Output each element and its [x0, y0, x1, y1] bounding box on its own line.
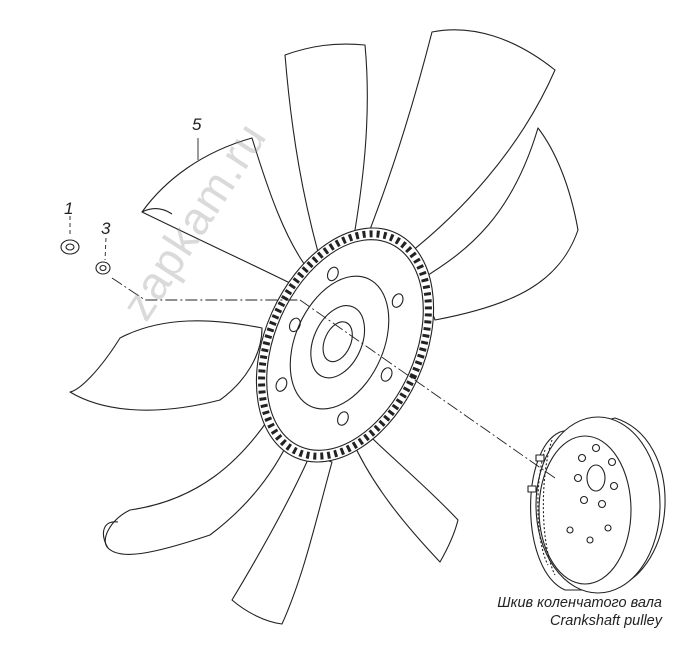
hub-inner-ring	[266, 239, 424, 451]
hub-mounting-face	[289, 275, 390, 410]
pulley-bolt-hole	[607, 457, 617, 467]
pulley-center-hole	[586, 464, 606, 492]
pulley-caption-ru: Шкив коленчатого вала	[497, 595, 662, 611]
callout-nut: 1	[64, 199, 74, 218]
hub-bolt-hole	[326, 266, 339, 282]
hub-teeth	[258, 230, 432, 460]
pulley-bolt-hole	[577, 453, 587, 463]
hub-bolt-hole	[391, 293, 404, 308]
callout-washer: 3	[101, 219, 111, 238]
pulley-bolt-hole	[591, 443, 601, 453]
fan-blade-bottom-right	[351, 437, 459, 563]
leader-line-washer-to-hub	[111, 277, 300, 301]
fan-blade-top-right	[361, 29, 556, 263]
blade-edge-line	[102, 521, 119, 549]
pulley-bolt-hole	[579, 495, 589, 505]
fan-blade-bottom	[231, 454, 333, 625]
pulley-bolt-hole	[597, 499, 607, 509]
fan-blade-lower-left	[104, 419, 291, 555]
hub-center-boss	[310, 305, 366, 379]
hub-center-bore	[322, 321, 353, 363]
pulley-bolt-hole	[609, 481, 619, 491]
hub-bolt-hole	[275, 377, 288, 392]
hub-bolt-hole	[336, 411, 349, 426]
pulley-caption: Шкив коленчатого вала Crankshaft pulley	[497, 594, 662, 630]
pulley-stud	[527, 485, 537, 493]
nut-part	[60, 239, 80, 255]
washer-part	[95, 261, 111, 275]
hub-bolt-hole	[288, 317, 301, 333]
pulley-caption-en: Crankshaft pulley	[549, 613, 662, 629]
center-axis-line	[299, 299, 556, 479]
pulley-stud	[535, 454, 545, 462]
crankshaft-pulley	[527, 416, 666, 594]
fan-blade-top	[284, 43, 368, 253]
blade-edge-line	[141, 207, 173, 215]
callout-fan: 5	[192, 115, 202, 134]
hub-bolt-hole	[380, 367, 393, 382]
fan-blade-left-upper	[141, 137, 311, 289]
fan-blade-left	[69, 320, 263, 411]
leader-line-3	[104, 237, 107, 261]
fan-blade-right	[419, 127, 579, 321]
pulley-bolt-hole	[573, 473, 583, 483]
